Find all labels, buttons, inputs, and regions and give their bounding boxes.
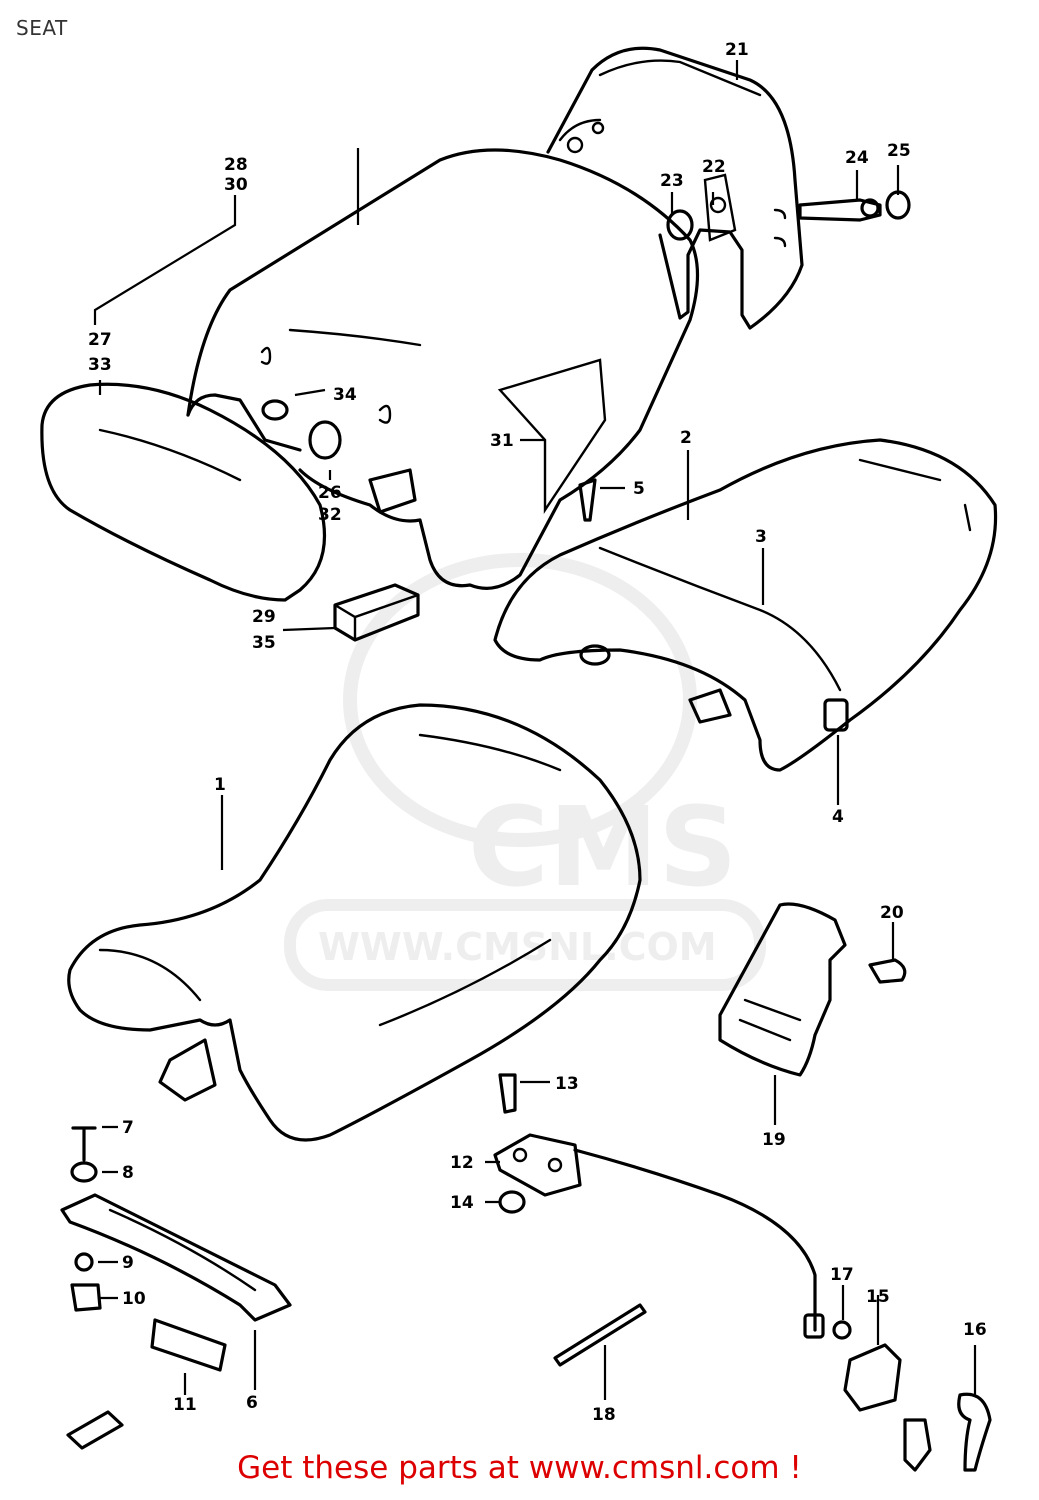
callout-32: 32 — [318, 505, 342, 525]
footer-cta[interactable]: Get these parts at www.cmsnl.com ! — [237, 1450, 802, 1486]
grab-rail — [546, 46, 804, 330]
seat-bracket — [60, 1126, 292, 1450]
callout-12: 12 — [450, 1153, 474, 1173]
callout-4: 4 — [832, 807, 844, 827]
callout-33: 33 — [88, 355, 112, 375]
callout-23: 23 — [660, 171, 684, 191]
watermark-url: WWW.CMSNL.COM — [318, 925, 717, 969]
callout-30: 30 — [224, 175, 248, 195]
callout-21: 21 — [725, 40, 749, 60]
rear-pad — [40, 382, 327, 602]
callout-1: 1 — [214, 775, 226, 795]
callout-27: 27 — [88, 330, 112, 350]
tail-cover — [186, 148, 700, 590]
callout-34: 34 — [333, 385, 357, 405]
callout-29: 29 — [252, 607, 276, 627]
callout-28: 28 — [224, 155, 248, 175]
callout-10: 10 — [122, 1289, 146, 1309]
callout-6: 6 — [246, 1393, 258, 1413]
leader-lines — [93, 60, 977, 1400]
callout-2: 2 — [680, 428, 692, 448]
callout-20: 20 — [880, 903, 904, 923]
callout-8: 8 — [122, 1163, 134, 1183]
callout-18: 18 — [592, 1405, 616, 1425]
callout-35: 35 — [252, 633, 276, 653]
callout-15: 15 — [866, 1287, 890, 1307]
seat-lock-assembly — [493, 1073, 992, 1472]
callout-11: 11 — [173, 1395, 197, 1415]
callout-19: 19 — [762, 1130, 786, 1150]
callout-9: 9 — [122, 1253, 134, 1273]
callout-13: 13 — [555, 1074, 579, 1094]
side-cover — [718, 902, 907, 1077]
front-seat — [67, 703, 642, 1142]
callout-22: 22 — [702, 157, 726, 177]
callout-31: 31 — [490, 431, 514, 451]
callout-24: 24 — [845, 148, 869, 168]
callout-numbers: 21 28 30 23 22 24 25 27 33 34 31 2 5 26 … — [88, 40, 987, 1425]
watermark-brand: CMS — [468, 783, 737, 911]
callout-16: 16 — [963, 1320, 987, 1340]
callout-26: 26 — [318, 483, 342, 503]
callout-17: 17 — [830, 1265, 854, 1285]
rear-seat — [493, 438, 998, 772]
callout-3: 3 — [755, 527, 767, 547]
callout-25: 25 — [887, 141, 911, 161]
callout-7: 7 — [122, 1118, 134, 1138]
callout-14: 14 — [450, 1193, 474, 1213]
cmsnl-watermark: CMS WWW.CMSNL.COM — [284, 553, 766, 991]
callout-5: 5 — [633, 479, 645, 499]
handle-hardware — [666, 190, 911, 241]
page-title: SEAT — [16, 16, 68, 40]
